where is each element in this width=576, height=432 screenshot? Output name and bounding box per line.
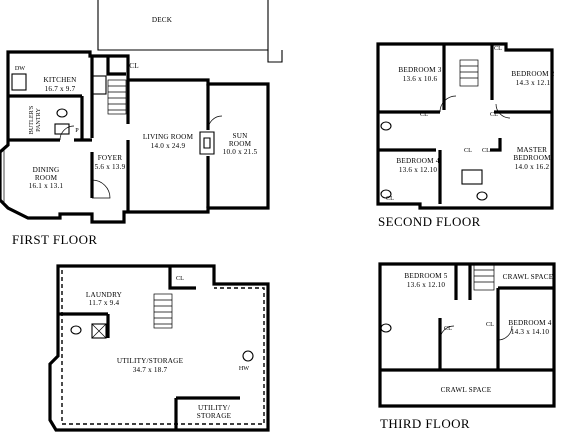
deck-label: DECK xyxy=(152,16,173,24)
pantry-label: P xyxy=(75,127,79,134)
toilet xyxy=(56,108,68,118)
bedroom2-name: BEDROOM 2 xyxy=(511,70,554,78)
bedroom3-name: BEDROOM 3 xyxy=(398,66,441,74)
cl-3f-b: CL xyxy=(486,321,494,328)
sun-room-line1: SUN xyxy=(233,132,249,140)
dining-room-line1: DINING xyxy=(33,166,60,174)
utility-small-line1: UTILITY/ xyxy=(198,404,230,412)
hw-label: HW xyxy=(239,365,249,372)
water-heater xyxy=(242,350,254,362)
basement-outer-wall xyxy=(48,264,270,432)
bedroom2-dim: 14.3 x 12.1 xyxy=(516,79,551,87)
deck-steps xyxy=(267,50,283,63)
first-floor-outer-wall xyxy=(0,50,270,224)
first-floor-plan: DECK CL KITCHEN 16.7 x 9.7 DW BUTLER'S P… xyxy=(0,0,283,247)
laundry-dim: 11.7 x 9.4 xyxy=(89,299,120,307)
second-floor-plan: BEDROOM 3 13.6 x 10.6 BEDROOM 2 14.3 x 1… xyxy=(376,42,555,229)
toilet-2f xyxy=(380,121,392,131)
toilet-3f xyxy=(380,323,392,333)
dining-room-line2: ROOM xyxy=(35,174,58,182)
bedroom4-3f-name: BEDROOM 4 xyxy=(508,319,551,327)
crawl-space-top: CRAWL SPACE xyxy=(503,273,554,281)
butlers-pantry-line1: BUTLER'S xyxy=(28,105,35,134)
bedroom4-name: BEDROOM 4 xyxy=(396,157,439,165)
living-room-name: LIVING ROOM xyxy=(143,133,194,141)
sink xyxy=(54,123,70,135)
foyer-name: FOYER xyxy=(98,154,123,162)
basement-plan: LAUNDRY 11.7 x 9.4 UTILITY/STORAGE 34.7 … xyxy=(48,264,270,432)
cl-2f-c: CL xyxy=(490,111,498,118)
cl-2f-d: CL xyxy=(464,147,472,154)
utility-dim: 34.7 x 18.7 xyxy=(133,366,168,374)
basement-closet-wall xyxy=(168,266,196,290)
second-floor-west-rooms-walls xyxy=(378,110,440,152)
utility-name: UTILITY/STORAGE xyxy=(117,357,184,365)
crawl-space-bottom: CRAWL SPACE xyxy=(441,386,492,394)
deck-outline xyxy=(97,0,269,51)
cl-3f-a: CL xyxy=(444,325,452,332)
washer xyxy=(91,323,107,339)
cl-basement: CL xyxy=(176,275,184,282)
third-floor-title: THIRD FLOOR xyxy=(380,416,470,431)
kitchen-name: KITCHEN xyxy=(44,76,78,84)
master-dim: 14.0 x 16.2 xyxy=(515,163,550,171)
refrigerator xyxy=(91,75,107,95)
first-floor-title: FIRST FLOOR xyxy=(12,232,97,247)
washer-x xyxy=(91,323,107,339)
third-floor-interior-walls xyxy=(438,264,554,370)
second-floor-outer-wall xyxy=(376,42,554,210)
cl-2f-b: CL xyxy=(420,111,428,118)
utility-small-line2: STORAGE xyxy=(197,412,232,420)
dishwasher-label: DW xyxy=(15,65,25,72)
hall-east-walls xyxy=(490,44,552,114)
master-line1: MASTER xyxy=(517,146,547,154)
bedroom3-dim: 13.6 x 10.6 xyxy=(403,75,438,83)
second-floor-stairs xyxy=(459,59,479,87)
bedroom5-dim: 13.6 x 12.10 xyxy=(407,281,446,289)
toilet-2f-b xyxy=(380,189,392,199)
laundry-name: LAUNDRY xyxy=(86,291,123,299)
door-swings xyxy=(59,115,223,199)
dining-room-dim: 16.1 x 13.1 xyxy=(29,182,64,190)
closet-label: CL xyxy=(129,62,139,70)
cl-2f-e: CL xyxy=(482,147,490,154)
laundry-walls xyxy=(58,312,110,338)
door-swings-2f xyxy=(439,95,511,119)
second-floor-title: SECOND FLOOR xyxy=(378,214,481,229)
master-closet-wall xyxy=(490,138,502,152)
sun-room-dim: 10.0 x 21.5 xyxy=(223,148,258,156)
closet-wall xyxy=(106,56,126,76)
living-room-dim: 14.0 x 24.9 xyxy=(151,142,186,150)
toilet-basement xyxy=(70,325,82,335)
third-floor-outer-wall xyxy=(378,262,556,408)
master-line2: BEDROOM xyxy=(513,154,551,162)
foyer-dim: 5.6 x 13.9 xyxy=(95,163,126,171)
hall-west-wall xyxy=(438,44,446,204)
bedroom4-dim: 13.6 x 12.10 xyxy=(399,166,438,174)
butlers-pantry-line2: PANTRY xyxy=(35,108,42,132)
third-floor-stairs xyxy=(473,263,495,291)
bedroom4-3f-dim: 14.3 x 14.10 xyxy=(511,328,550,336)
cl-2f-f: CL xyxy=(386,195,394,202)
utility-small-walls xyxy=(174,396,240,430)
bedroom5-name: BEDROOM 5 xyxy=(404,272,447,280)
fireplace xyxy=(199,131,215,155)
third-floor-plan: BEDROOM 5 13.6 x 12.10 CRAWL SPACE BEDRO… xyxy=(378,262,556,431)
kitchen-dim: 16.7 x 9.7 xyxy=(45,85,76,93)
toilet-2f-c xyxy=(476,191,488,201)
basement-stairs xyxy=(153,293,173,329)
range xyxy=(11,73,27,91)
cl-2f-a: CL xyxy=(494,45,502,52)
basement-inner-dash xyxy=(61,270,265,425)
door-swings-3f xyxy=(439,325,513,341)
sun-room-line2: ROOM xyxy=(229,140,252,148)
first-floor-stairs xyxy=(107,79,127,115)
bathtub xyxy=(461,169,483,185)
